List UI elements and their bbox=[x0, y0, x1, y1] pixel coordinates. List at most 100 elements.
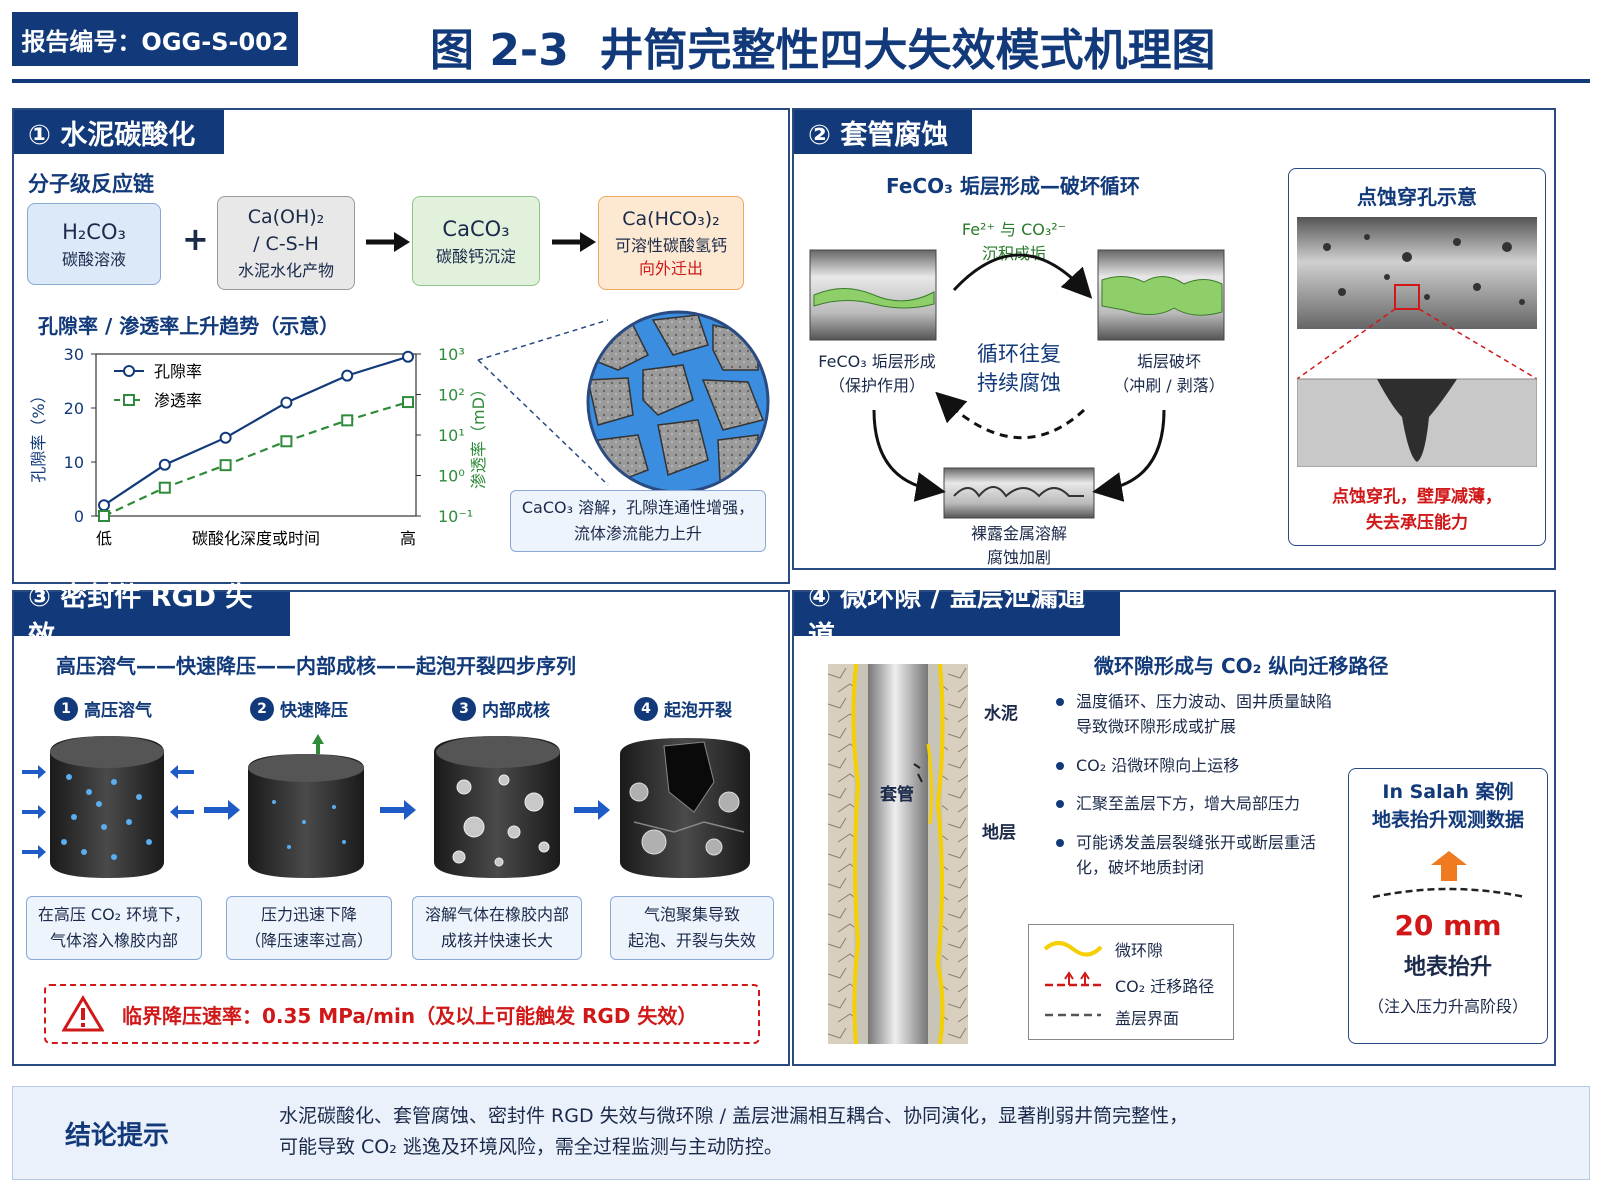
caption-line: 压力迅速下降 bbox=[260, 905, 357, 925]
chain-label: 水泥水化产物 bbox=[237, 260, 334, 280]
pitting-title: 点蚀穿孔示意 bbox=[1357, 185, 1477, 209]
porosity-point bbox=[98, 499, 110, 512]
y2-tick-label: 10⁻¹ bbox=[438, 507, 473, 526]
section-title: ② 套管腐蚀 bbox=[794, 110, 972, 154]
migration-subtitle: 微环隙形成与 CO₂ 纵向迁移路径 bbox=[1094, 654, 1389, 678]
x-tick-label: 高 bbox=[400, 529, 416, 548]
x-tick-label: 低 bbox=[96, 529, 112, 548]
bullet-item: 温度循环、压力波动、固井质量缺陷导致微环隙形成或扩展 bbox=[1050, 690, 1340, 740]
section-title: ③ 密封件 RGD 失效 bbox=[14, 582, 290, 652]
caption-line: 起泡、开裂与失效 bbox=[627, 931, 756, 950]
section-title: ① 水泥碳酸化 bbox=[14, 110, 224, 154]
y-tick-label: 30 bbox=[64, 345, 84, 364]
label-line: 垢层破坏 bbox=[1136, 352, 1201, 371]
legend-label: 微环隙 bbox=[1115, 941, 1164, 960]
label-line: 腐蚀加剧 bbox=[986, 548, 1051, 567]
chain-formula: Ca(HCO₃)₂ bbox=[622, 208, 720, 231]
step-2-caption: 压力迅速下降 （降压速率过高） bbox=[226, 896, 392, 960]
conclusion-text: 水泥碳酸化、套管腐蚀、密封件 RGD 失效与微环隙 / 盖层泄漏相互耦合、协同演… bbox=[279, 1101, 1188, 1164]
step-4-caption: 气泡聚集导致起泡、开裂与失效 bbox=[610, 896, 774, 960]
arrow-2 bbox=[552, 232, 596, 252]
permeability-point bbox=[341, 414, 354, 427]
legend-marker-permeability bbox=[123, 394, 135, 406]
permeability-point bbox=[98, 510, 110, 522]
y-tick-label: 10 bbox=[64, 453, 84, 472]
chain-formula: Ca(OH)₂ bbox=[247, 205, 325, 228]
legend-marker-porosity bbox=[123, 365, 135, 377]
callout-line: CaCO₃ 溶解，孔隙连通性增强， bbox=[521, 498, 755, 518]
step-title: 内部成核 bbox=[482, 701, 550, 721]
step-1-caption: 在高压 CO₂ 环境下，气体溶入橡胶内部 bbox=[26, 896, 202, 960]
y-axis-label: 孔隙率（%） bbox=[29, 387, 48, 482]
permeability-point bbox=[158, 481, 171, 494]
cycle-title: FeCO₃ 垢层形成—破坏循环 bbox=[886, 174, 1140, 198]
chain-label: 向外迁出 bbox=[638, 258, 703, 278]
mechanism-bullets: 温度循环、压力波动、固井质量缺陷导致微环隙形成或扩展 CO₂ 沿微环隙向上运移 … bbox=[1050, 690, 1340, 895]
x-axis-label: 碳酸化深度或时间 bbox=[192, 529, 320, 548]
chain-formula: H₂CO₃ bbox=[62, 220, 126, 245]
label-line: （冲刷 / 剥落） bbox=[1113, 376, 1225, 395]
micro-annulus-swatch bbox=[1043, 941, 1103, 957]
chain-formula: CaCO₃ bbox=[442, 217, 510, 242]
label-cement: 水泥 bbox=[984, 704, 1018, 724]
case-title: In Salah 案例 地表抬升观测数据 bbox=[1349, 779, 1547, 834]
conclusion-line: 水泥碳酸化、套管腐蚀、密封件 RGD 失效与微环隙 / 盖层泄漏相互耦合、协同演… bbox=[279, 1105, 1189, 1127]
step-1-label: 1 高压溶气 bbox=[54, 696, 152, 721]
bullet-item: 汇聚至盖层下方，增大局部压力 bbox=[1050, 792, 1340, 817]
warning-icon bbox=[62, 995, 104, 1032]
label-line: （保护作用） bbox=[828, 376, 925, 395]
legend-label-porosity: 孔隙率 bbox=[154, 362, 202, 381]
note-line: Fe²⁺ 与 CO₃²⁻ bbox=[961, 220, 1067, 239]
case-value: 20 mm bbox=[1394, 909, 1502, 942]
conclusion-bar: 结论提示 水泥碳酸化、套管腐蚀、密封件 RGD 失效与微环隙 / 盖层泄漏相互耦… bbox=[12, 1086, 1590, 1180]
y2-tick-label: 10¹ bbox=[438, 426, 465, 445]
porosity-point bbox=[280, 396, 293, 409]
y2-tick-label: 10² bbox=[438, 386, 465, 405]
chain-label: 碳酸钙沉淀 bbox=[435, 246, 516, 266]
label-formation: 地层 bbox=[982, 823, 1016, 843]
pitting-image bbox=[1297, 217, 1537, 467]
porosity-point bbox=[158, 458, 171, 471]
header-rule bbox=[12, 79, 1590, 83]
permeability-point bbox=[219, 459, 232, 472]
step-number: 1 bbox=[54, 696, 78, 721]
permeability-point bbox=[402, 396, 414, 409]
plot-frame bbox=[95, 353, 417, 517]
step-title: 快速降压 bbox=[280, 701, 348, 721]
case-label: 地表抬升 bbox=[1403, 955, 1492, 980]
porosity-permeability-chart: 010203010⁻¹10⁰10¹10²10³低高碳酸化深度或时间孔隙率（%）渗… bbox=[29, 345, 488, 548]
step-number: 2 bbox=[250, 696, 274, 721]
caprock-interface-swatch bbox=[1045, 1013, 1101, 1017]
caption-line: 成核并快速长大 bbox=[440, 931, 553, 950]
rgd-subtitle: 高压溶气——快速降压——内部成核——起泡开裂四步序列 bbox=[56, 654, 576, 678]
permeability-line bbox=[103, 401, 409, 517]
y2-tick-label: 10⁰ bbox=[438, 467, 465, 486]
caption-line: （降压速率过高） bbox=[244, 931, 373, 950]
caption-line: 气泡聚集导致 bbox=[643, 905, 740, 925]
warning-text: 临界降压速率：0.35 MPa/min（及以上可能触发 RGD 失效） bbox=[122, 1003, 698, 1028]
label-casing: 套管 bbox=[880, 785, 914, 805]
cycle-center-label: 循环往复 持续腐蚀 bbox=[954, 340, 1084, 399]
porosity-point bbox=[341, 369, 354, 382]
caoh2-box: Ca(OH)₂ / C-S-H 水泥水化产物 bbox=[217, 196, 355, 290]
critical-rate-warning: 临界降压速率：0.35 MPa/min（及以上可能触发 RGD 失效） bbox=[44, 984, 760, 1044]
section-micro-annulus: ④ 微环隙 / 盖层泄漏通道 微环隙形成与 CO₂ 纵向迁移路径 水泥 套管 地… bbox=[792, 582, 1556, 1066]
bullet-item: CO₂ 沿微环隙向上运移 bbox=[1050, 754, 1340, 779]
section-cement-carbonation: ① 水泥碳酸化 分子级反应链 H₂CO₃ 碳酸溶液 + Ca(OH)₂ / C-… bbox=[12, 108, 790, 584]
conclusion-line: 可能导致 CO₂ 逃逸及环境风险，需全过程监测与主动防控。 bbox=[279, 1136, 783, 1159]
permeability-point bbox=[280, 435, 293, 448]
step-2-label: 2 快速降压 bbox=[250, 696, 348, 721]
page-title: 图 2-3 井筒完整性四大失效模式机理图 bbox=[430, 25, 1216, 76]
cahco3-box: Ca(HCO₃)₂ 可溶性碳酸氢钙 向外迁出 bbox=[598, 196, 744, 290]
label-line: 持续腐蚀 bbox=[977, 371, 1061, 396]
step-3-caption: 溶解气体在橡胶内部成核并快速长大 bbox=[412, 896, 582, 960]
callout-line: 流体渗流能力上升 bbox=[573, 524, 702, 543]
bullet-item: 可能诱发盖层裂缝张开或断层重活化，破坏地质封闭 bbox=[1050, 831, 1340, 881]
porosity-point bbox=[219, 431, 232, 444]
caption-line: 溶解气体在橡胶内部 bbox=[424, 905, 569, 925]
section-seal-rgd: ③ 密封件 RGD 失效 高压溶气——快速降压——内部成核——起泡开裂四步序列 … bbox=[12, 582, 790, 1066]
y2-tick-label: 10³ bbox=[438, 345, 465, 364]
step-title: 高压溶气 bbox=[84, 701, 152, 721]
